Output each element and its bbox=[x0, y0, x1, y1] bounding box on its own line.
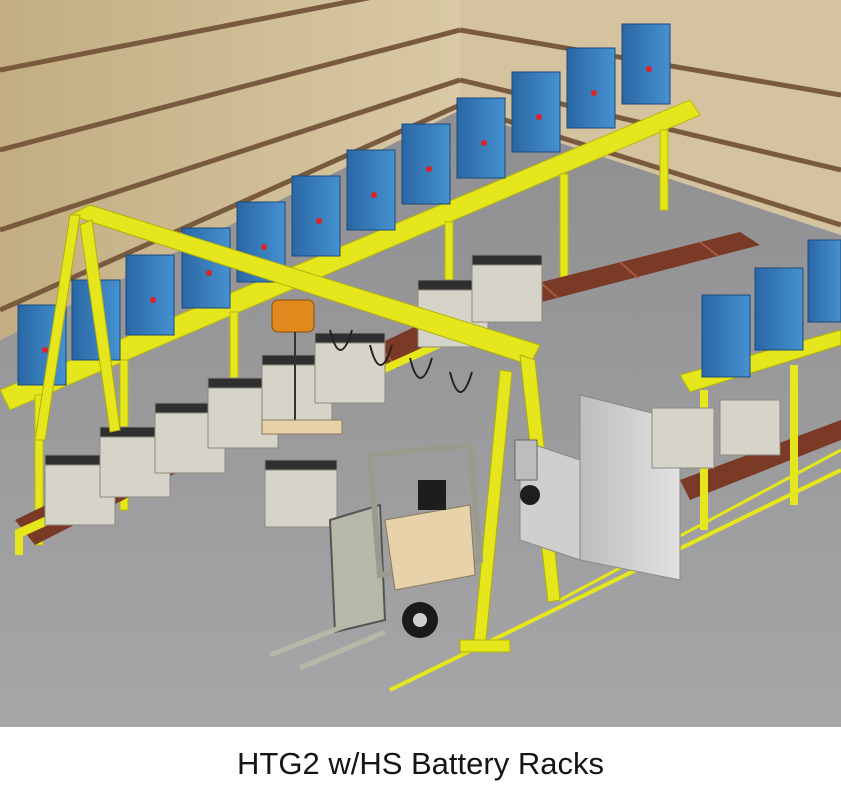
back-wall bbox=[0, 0, 841, 340]
battery bbox=[264, 459, 338, 528]
scene-illustration bbox=[0, 0, 841, 727]
battery-charger bbox=[456, 97, 506, 179]
battery-charger bbox=[346, 149, 396, 231]
forklift bbox=[269, 441, 484, 671]
side-rack bbox=[651, 239, 841, 530]
hoist bbox=[261, 299, 473, 435]
battery-chargers bbox=[17, 23, 671, 386]
battery-charger bbox=[511, 71, 561, 153]
caption: HTG2 w/HS Battery Racks bbox=[0, 727, 841, 800]
battery bbox=[314, 332, 386, 404]
battery bbox=[471, 254, 543, 323]
battery-charger bbox=[401, 123, 451, 205]
battery-charger bbox=[566, 47, 616, 129]
battery-charger bbox=[621, 23, 671, 105]
battery-charger bbox=[125, 254, 175, 336]
battery-charger bbox=[291, 175, 341, 257]
